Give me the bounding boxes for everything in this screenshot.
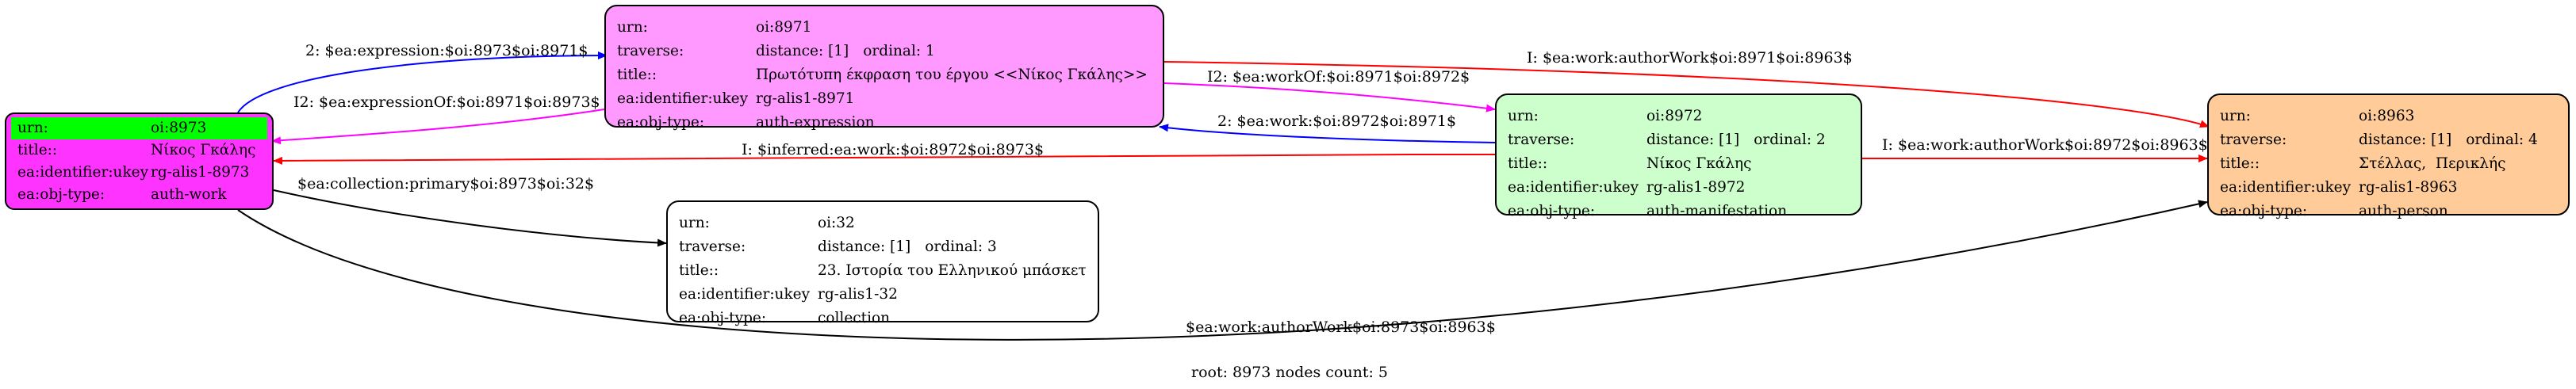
objtype-value: auth-expression — [756, 114, 875, 131]
edge-label-expression: 2: $ea:expression:$oi:8973$oi:8971$ — [305, 42, 588, 59]
title-value: 23. Ιστορία του Ελληνικού μπάσκετ — [818, 262, 1087, 279]
urn-label: urn: — [17, 120, 48, 136]
edge-label-collection-primary: $ea:collection:primary$oi:8973$oi:32$ — [297, 175, 595, 193]
ordinal-value: ordinal: 3 — [925, 238, 997, 255]
edge-label-workOf: I2: $ea:workOf:$oi:8971$oi:8972$ — [1207, 68, 1470, 86]
edge-label-work: 2: $ea:work:$oi:8972$oi:8971$ — [1217, 113, 1457, 130]
title-label: title:: — [17, 142, 58, 158]
ukey-row: ea:identifier:ukey rg-alis1-8963 — [2220, 176, 2557, 200]
title-value: Στέλλας, Περικλής — [2359, 155, 2506, 172]
urn-label: urn: — [2220, 108, 2251, 124]
title-label: title:: — [1508, 155, 1548, 172]
ukey-row: ea:identifier:ukey rg-alis1-32 — [679, 283, 1087, 307]
objtype-label: ea:obj-type: — [1508, 203, 1596, 219]
ukey-label: ea:identifier:ukey — [617, 90, 749, 107]
objtype-value: auth-person — [2359, 203, 2448, 219]
distance-value: distance: [1] — [1646, 132, 1740, 148]
objtype-row: ea:obj-type: auth-person — [2220, 200, 2557, 223]
ukey-value: rg-alis1-32 — [818, 286, 898, 303]
traverse-label: traverse: — [617, 43, 684, 59]
objtype-label: ea:obj-type: — [617, 114, 705, 131]
title-value: Νίκος Γκάλης — [151, 142, 256, 158]
traverse-row: traverse: distance: [1] ordinal: 3 — [679, 235, 1087, 259]
ukey-row: ea:identifier:ukey rg-alis1-8971 — [617, 87, 1152, 111]
edge-line-authorWork-8971 — [1163, 61, 2210, 128]
title-label: title:: — [2220, 155, 2260, 172]
objtype-row: ea:obj-type: collection — [679, 307, 1087, 330]
edge-label-expressionOf: I2: $ea:expressionOf:$oi:8971$oi:8973$ — [293, 93, 600, 111]
title-row: title::23. Ιστορία του Ελληνικού μπάσκετ — [679, 259, 1087, 283]
traverse-label: traverse: — [1508, 132, 1575, 148]
edge-label-authorWork-8972: I: $ea:work:authorWork$oi:8972$oi:8963$ — [1882, 136, 2208, 154]
distance-value: distance: [1] — [756, 43, 849, 59]
urn-label: urn: — [1508, 108, 1539, 124]
ukey-row: ea:identifier:ukey rg-alis1-8972 — [1508, 176, 1850, 200]
title-row: title::Στέλλας, Περικλής — [2220, 152, 2557, 176]
edge-line-work — [1159, 124, 1496, 143]
ukey-value: rg-alis1-8963 — [2359, 179, 2458, 196]
title-value: Πρωτότυπη έκφραση του έργου <<Νίκος Γκάλ… — [756, 67, 1148, 83]
urn-row: urn: oi:8971 — [617, 16, 1152, 40]
urn-row: urn: oi:32 — [679, 212, 1087, 235]
objtype-label: ea:obj-type: — [679, 310, 767, 326]
edge-label-authorWork-8971: I: $ea:work:authorWork$oi:8971$oi:8963$ — [1527, 49, 1853, 67]
urn-value: oi:32 — [818, 215, 855, 231]
ukey-label: ea:identifier:ukey — [1508, 179, 1639, 196]
objtype-label: ea:obj-type: — [17, 186, 105, 203]
objtype-value: auth-work — [151, 186, 227, 203]
urn-value: oi:8971 — [756, 19, 812, 36]
node-manifestation[interactable]: urn: oi:8972 traverse: distance: [1] ordina… — [1495, 93, 1862, 219]
objtype-row: ea:obj-type: auth-work — [11, 184, 267, 206]
graph-footer: root: 8973 nodes count: 5 — [1191, 364, 1389, 381]
ukey-label: ea:identifier:ukey — [679, 286, 811, 303]
urn-value: oi:8972 — [1646, 108, 1703, 124]
edge-line-authorWork-8973 — [237, 200, 2208, 341]
ukey-value: rg-alis1-8971 — [756, 90, 855, 107]
objtype-value: auth-manifestation — [1646, 203, 1788, 219]
edge-line-expression — [237, 51, 608, 113]
objtype-label: ea:obj-type: — [2220, 203, 2308, 219]
edge-line-expressionOf — [271, 109, 605, 145]
ordinal-value: ordinal: 1 — [863, 43, 935, 59]
node-work[interactable]: urn: oi:8973 title::Νίκος Γκάλης ea:ident… — [5, 113, 274, 210]
urn-label: urn: — [617, 19, 648, 36]
ordinal-value: ordinal: 4 — [2466, 132, 2538, 148]
traverse-row: traverse: distance: [1] ordinal: 1 — [617, 40, 1152, 63]
edge-label-inferred-work: I: $inferred:ea:work:$oi:8972$oi:8973$ — [742, 141, 1045, 158]
objtype-value: collection — [818, 310, 891, 326]
title-row: title::Πρωτότυπη έκφραση του έργου <<Νίκ… — [617, 63, 1152, 87]
traverse-row: traverse: distance: [1] ordinal: 2 — [1508, 128, 1850, 152]
objtype-row: ea:obj-type: auth-expression — [617, 111, 1152, 135]
traverse-label: traverse: — [2220, 132, 2287, 148]
ordinal-value: ordinal: 2 — [1754, 132, 1826, 148]
ukey-label: ea:identifier:ukey — [17, 164, 149, 181]
urn-label: urn: — [679, 215, 710, 231]
ukey-label: ea:identifier:ukey — [2220, 179, 2352, 196]
edge-line-workOf — [1163, 82, 1496, 113]
title-label: title:: — [617, 67, 657, 83]
node-collection[interactable]: urn: oi:32 traverse: distance: [1] ordinal:… — [666, 200, 1099, 326]
urn-row: urn: oi:8963 — [2220, 105, 2557, 128]
ukey-value: rg-alis1-8973 — [151, 164, 250, 181]
edge-line-collection-primary — [273, 189, 667, 247]
urn-row: urn: oi:8972 — [1508, 105, 1850, 128]
distance-value: distance: [1] — [818, 238, 911, 255]
node-expression[interactable]: urn: oi:8971 traverse: distance: [1] ordina… — [604, 5, 1164, 131]
traverse-label: traverse: — [679, 238, 746, 255]
title-label: title:: — [679, 262, 719, 279]
node-person[interactable]: urn: oi:8963 traverse: distance: [1] ordina… — [2207, 93, 2570, 219]
objtype-row: ea:obj-type: auth-manifestation — [1508, 200, 1850, 223]
ukey-value: rg-alis1-8972 — [1646, 179, 1746, 196]
traverse-row: traverse: distance: [1] ordinal: 4 — [2220, 128, 2557, 152]
urn-value: oi:8963 — [2359, 108, 2415, 124]
edge-label-authorWork-8973: $ea:work:authorWork$oi:8973$oi:8963$ — [1186, 318, 1496, 336]
urn-row: urn: oi:8973 — [11, 117, 267, 139]
urn-value: oi:8973 — [151, 120, 207, 136]
title-row: title::Νίκος Γκάλης — [11, 139, 267, 162]
title-row: title::Νίκος Γκάλης — [1508, 152, 1850, 176]
title-value: Νίκος Γκάλης — [1646, 155, 1752, 172]
distance-value: distance: [1] — [2359, 132, 2452, 148]
